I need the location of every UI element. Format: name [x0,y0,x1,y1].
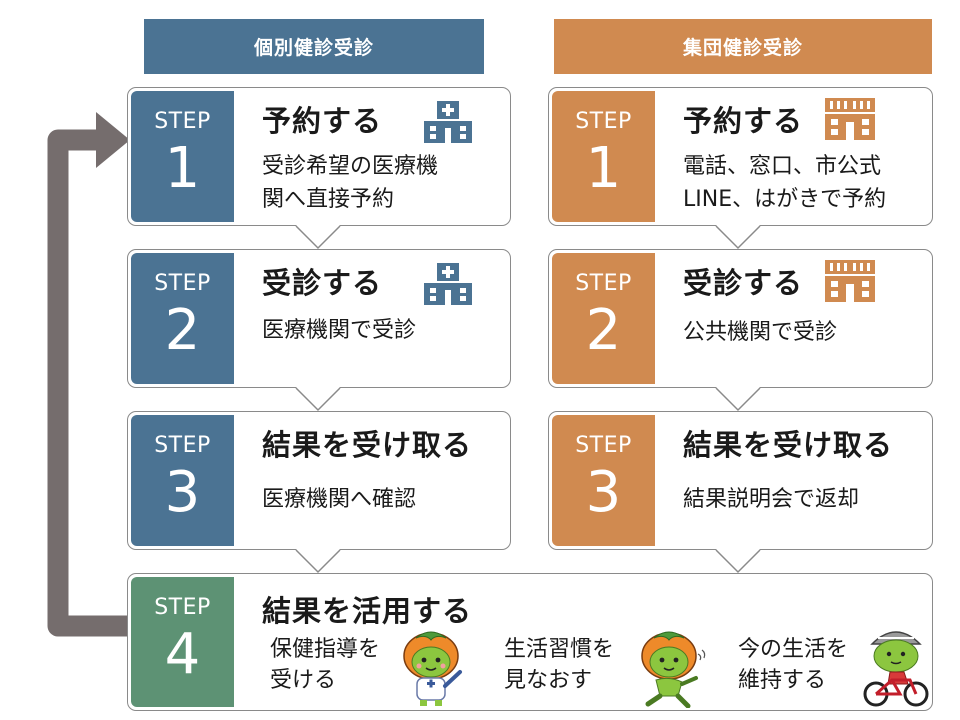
header-group: 集団健診受診 [554,19,932,74]
tail-individual-1 [295,225,341,250]
step4-item-guidance: 保健指導を 受ける [270,634,380,696]
description-line: 電話、窓口、市公式 [683,154,882,179]
step-badge: STEP 2 [552,253,655,384]
description-line: LINE、はがきで予約 [683,187,887,212]
mascot-running-icon [641,631,706,708]
hospital-icon [424,263,472,305]
step-word: STEP [154,109,211,134]
step-number: 3 [585,460,622,525]
step-title: 予約する [262,104,383,138]
step-title: 結果を活用する [262,594,473,628]
step-number: 3 [164,460,201,525]
hospital-icon [424,101,472,143]
group-step-3: STEP 3 結果を受け取る 結果説明会で返却 [548,411,933,550]
step4-item-maintain: 今の生活を 維持する [738,634,848,696]
tail-individual-3 [295,549,341,574]
step-4: STEP 4 結果を活用する 保健指導を 受ける 生活習慣を 見なおす 今の生活… [127,573,933,711]
step-word: STEP [154,271,211,296]
step-description: 医療機関へ確認 [262,483,416,516]
public-building-icon [825,260,875,302]
public-building-icon [825,98,875,140]
tail-group-3 [715,549,761,574]
item-line: 保健指導を [270,637,381,662]
group-step-2: STEP 2 受診する 公共機関で受診 [548,249,933,388]
mascot-cycling-icon [863,631,929,707]
step-number: 1 [164,136,201,201]
step-title: 結果を受け取る [683,428,894,462]
step-number: 1 [585,136,622,201]
header-individual: 個別健診受診 [144,19,484,74]
step-number: 2 [585,298,622,363]
description-line: 医療機関で受診 [262,318,417,343]
step-title: 予約する [683,104,804,138]
item-line: 生活習慣を [504,637,615,662]
item-line: 今の生活を [738,637,849,662]
step-description: 医療機関で受診 [262,314,416,347]
step-word: STEP [575,109,632,134]
step-badge: STEP 3 [552,415,655,546]
step4-item-lifestyle: 生活習慣を 見なおす [504,634,614,696]
step-description: 受診希望の医療機 関へ直接予約 [262,150,438,216]
step-badge: STEP 1 [552,91,655,222]
description-line: 公共機関で受診 [683,320,838,345]
tail-individual-2 [295,387,341,412]
tail-group-2 [715,387,761,412]
tail-group-1 [715,225,761,250]
item-line: 見なおす [504,668,593,693]
step-badge: STEP 4 [131,577,234,707]
step-title: 結果を受け取る [262,428,473,462]
description-line: 医療機関へ確認 [262,487,417,512]
description-line: 関へ直接予約 [262,187,395,212]
step-description: 結果説明会で返却 [683,483,859,516]
individual-step-2: STEP 2 受診する 医療機関で受診 [127,249,511,388]
step-title: 受診する [262,266,383,300]
step-word: STEP [154,433,211,458]
mascot-nurse-icon [403,631,462,706]
step-description: 電話、窓口、市公式 LINE、はがきで予約 [683,150,886,216]
loop-arrow-head [96,112,130,168]
description-line: 受診希望の医療機 [262,154,439,179]
description-line: 結果説明会で返却 [683,487,860,512]
step-word: STEP [154,595,211,620]
item-line: 受ける [270,668,337,693]
step-badge: STEP 2 [131,253,234,384]
step-badge: STEP 1 [131,91,234,222]
step-number: 2 [164,298,201,363]
step-title: 受診する [683,266,804,300]
step-description: 公共機関で受診 [683,316,837,349]
step-word: STEP [575,433,632,458]
step-number: 4 [164,622,201,687]
individual-step-3: STEP 3 結果を受け取る 医療機関へ確認 [127,411,511,550]
loop-arrow-path [47,129,130,637]
step-badge: STEP 3 [131,415,234,546]
step-word: STEP [575,271,632,296]
item-line: 維持する [738,668,827,693]
individual-step-1: STEP 1 予約する 受診希望の医療機 関へ直接予約 [127,87,511,226]
